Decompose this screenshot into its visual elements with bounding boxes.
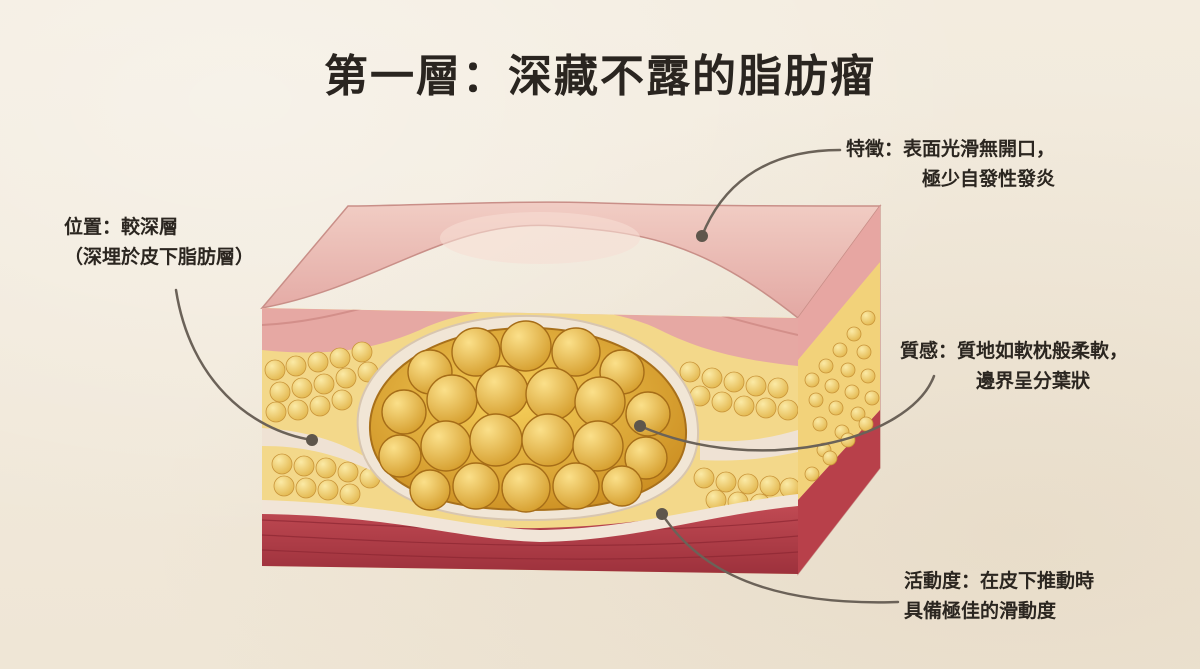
leader-line-position xyxy=(174,288,314,442)
leader-line-features xyxy=(700,148,842,238)
leader-line-texture xyxy=(638,374,936,452)
annotation-features: 特徵：表面光滑無開口， 極少自發性發炎 xyxy=(846,134,1055,194)
leader-lines xyxy=(174,148,936,604)
lipoma-lobules xyxy=(378,320,671,513)
annotation-texture-line1: 質感：質地如軟枕般柔軟， xyxy=(900,340,1129,362)
right-face-fat xyxy=(798,262,880,500)
annotation-position-line1: 位置：較深層 xyxy=(64,216,179,238)
annotation-mobility-line2: 具備極佳的滑動度 xyxy=(904,600,1057,622)
right-face-dermis xyxy=(798,206,880,360)
annotation-position-line2: （深埋於皮下脂肪層） xyxy=(64,246,255,268)
annotation-features-line2: 極少自發性發炎 xyxy=(922,168,1056,190)
skin-bulge-highlight xyxy=(440,212,640,264)
dermis-layer xyxy=(262,308,798,366)
annotation-texture-line2: 邊界呈分葉狀 xyxy=(976,370,1091,392)
leader-dots xyxy=(306,230,708,520)
annotation-features-line1: 特徵：表面光滑無開口， xyxy=(846,138,1056,160)
annotation-texture: 質感：質地如軟枕般柔軟， 邊界呈分葉狀 xyxy=(900,336,1128,396)
right-face-muscle xyxy=(798,410,880,574)
annotation-mobility: 活動度：在皮下推動時 具備極佳的滑動度 xyxy=(904,566,1094,626)
annotation-position: 位置：較深層 （深埋於皮下脂肪層） xyxy=(64,212,254,272)
page-title: 第一層：深藏不露的脂肪瘤 xyxy=(324,51,876,102)
leader-line-mobility xyxy=(660,512,900,604)
annotation-mobility-line1: 活動度：在皮下推動時 xyxy=(904,570,1095,592)
deep-fascia xyxy=(262,494,798,542)
dot-features xyxy=(696,230,708,242)
dot-mobility xyxy=(656,508,668,520)
dot-position xyxy=(306,434,318,446)
right-face-fat-cells xyxy=(804,310,880,482)
dot-texture xyxy=(634,420,646,432)
